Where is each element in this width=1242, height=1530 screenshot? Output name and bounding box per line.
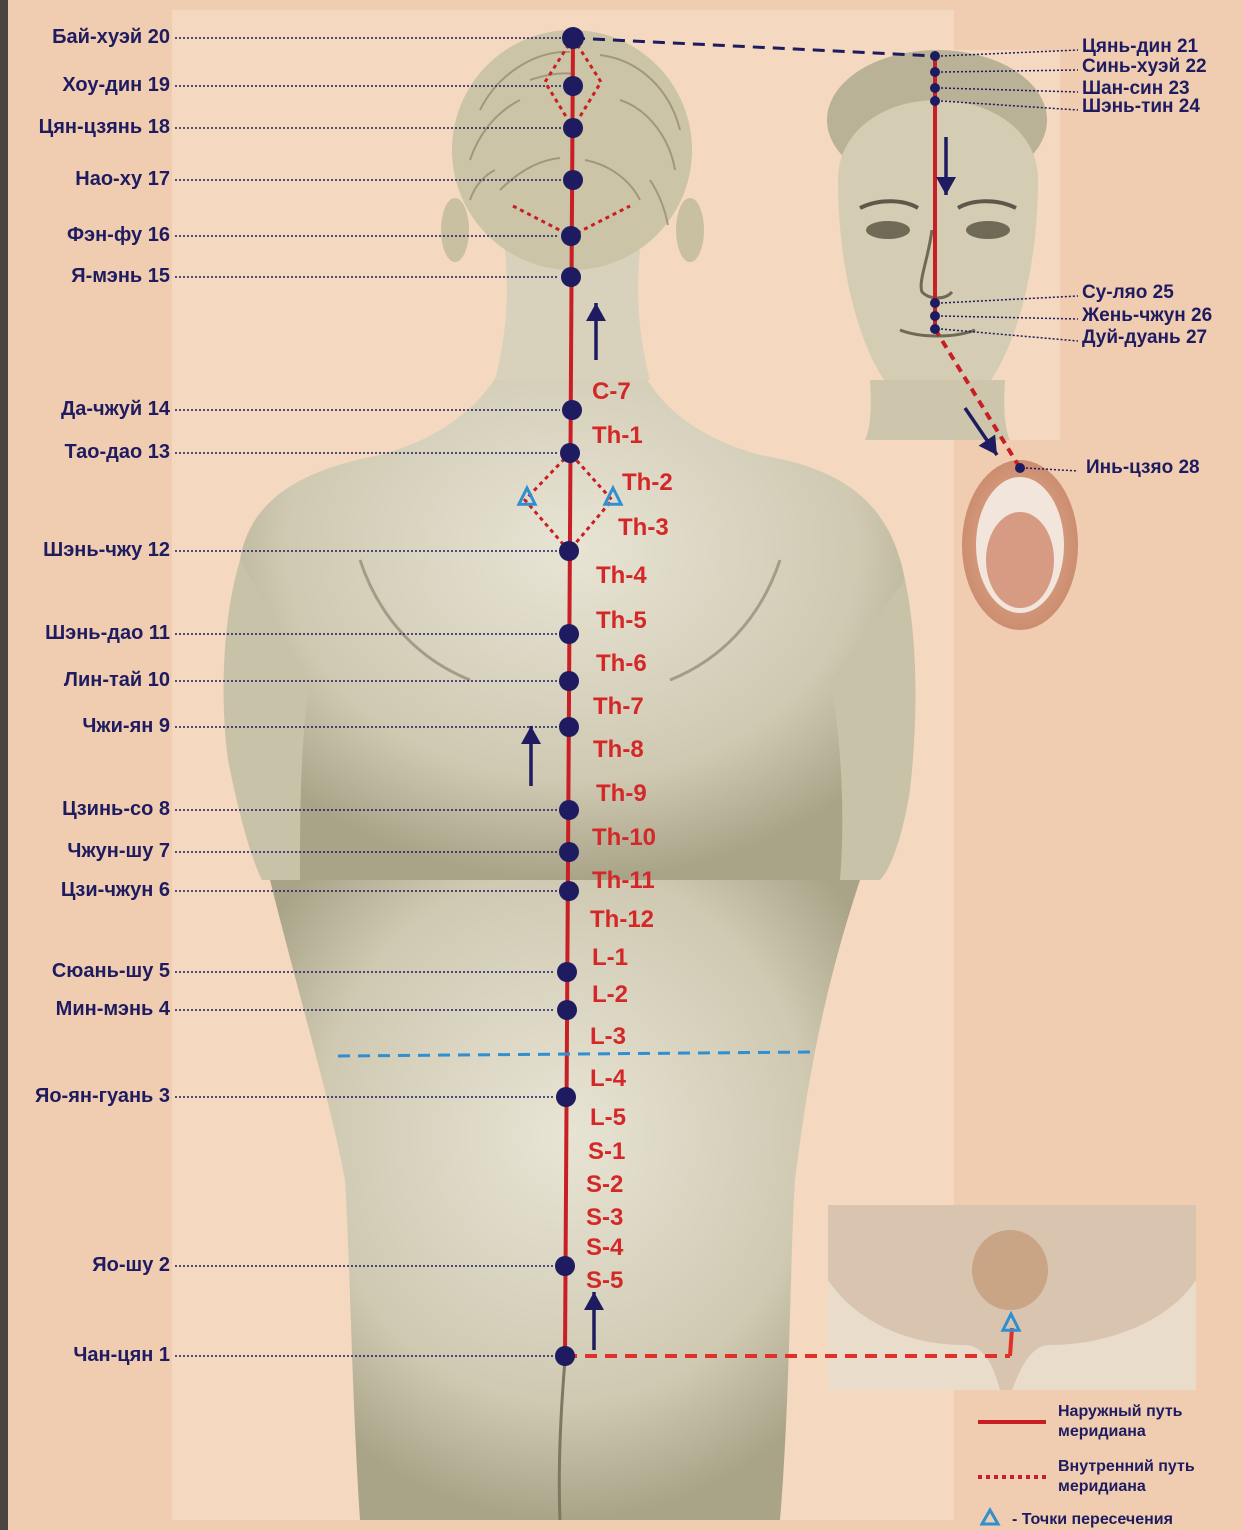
acupoint-back (555, 1346, 575, 1366)
point-label-back: Фэн-фу 16 (10, 224, 170, 247)
point-label-back: Чжи-ян 9 (10, 715, 170, 738)
vertebra-label: S-3 (586, 1204, 623, 1232)
point-label-back: Бай-хуэй 20 (10, 26, 170, 49)
acupoint-back (563, 76, 583, 96)
vertebra-label: L-1 (592, 944, 628, 972)
vertebra-label: S-2 (586, 1171, 623, 1199)
point-label-face: Инь-цзяо 28 (1086, 459, 1200, 477)
point-label-back: Сюань-шу 5 (10, 960, 170, 983)
acupoint-back (561, 267, 581, 287)
vertebra-label: Th-5 (596, 607, 647, 635)
vertebra-label: L-4 (590, 1065, 626, 1093)
perineum-connector (1010, 1328, 1012, 1356)
point-label-back: Тао-дао 13 (10, 441, 170, 464)
point-label-back: Яо-ян-гуань 3 (10, 1085, 170, 1108)
left-ear (441, 198, 469, 262)
point-label-face: Синь-хуэй 22 (1082, 58, 1207, 76)
legend-external-label: Наружный путь меридиана (1058, 1402, 1238, 1442)
acupoint-back (559, 541, 579, 561)
vertebra-label: L-3 (590, 1023, 626, 1051)
vertebra-label: Th-2 (622, 469, 673, 497)
acupoint-back (559, 800, 579, 820)
acupoint-back (559, 671, 579, 691)
point-label-back: Мин-мэнь 4 (10, 998, 170, 1021)
vertebra-label: Th-11 (592, 867, 655, 895)
acupoint-face (930, 324, 940, 334)
vertebra-label: S-4 (586, 1234, 623, 1262)
vertebra-label: S-5 (586, 1267, 623, 1295)
acupoint-back (561, 226, 581, 246)
point-label-back: Шэнь-чжу 12 (10, 539, 170, 562)
vertebra-label: Th-9 (596, 780, 647, 808)
vertebra-label: Th-4 (596, 562, 647, 590)
acupoint-back (555, 1256, 575, 1276)
vertebra-label: S-1 (588, 1138, 625, 1166)
point-label-back: Цян-цзянь 18 (10, 116, 170, 139)
point-label-back: Чан-цян 1 (10, 1344, 170, 1367)
acupoint-back (557, 1000, 577, 1020)
acupoint-back (557, 962, 577, 982)
mouth-figure (962, 460, 1078, 630)
tongue (986, 512, 1054, 608)
point-label-back: Да-чжуй 14 (10, 398, 170, 421)
point-label-back: Цзинь-со 8 (10, 798, 170, 821)
acupoint-back (563, 118, 583, 138)
right-eye (966, 221, 1010, 239)
acupoint-back (560, 443, 580, 463)
point-label-face: Су-ляо 25 (1082, 284, 1174, 302)
legend-intersection-label: - Точки пересечения (1012, 1510, 1173, 1530)
point-label-back: Яо-шу 2 (10, 1254, 170, 1277)
acupoint-face (930, 298, 940, 308)
acupoint-back (559, 842, 579, 862)
point-label-back: Лин-тай 10 (10, 669, 170, 692)
point-label-back: Цзи-чжун 6 (10, 879, 170, 902)
acupoint-face (930, 51, 940, 61)
vertebra-label: L-5 (590, 1104, 626, 1132)
legend-internal-label: Внутренний путь меридиана (1058, 1457, 1238, 1497)
perineum-scrotum (972, 1230, 1048, 1310)
vertebra-label: Th-6 (596, 650, 647, 678)
point-label-back: Нао-ху 17 (10, 168, 170, 191)
left-border (0, 0, 8, 1530)
vertebra-label: Th-10 (592, 824, 656, 852)
point-label-face: Жень-чжун 26 (1082, 307, 1212, 325)
acupoint-face (930, 67, 940, 77)
point-label-back: Хоу-дин 19 (10, 74, 170, 97)
perineum-figure (828, 1205, 1196, 1390)
acupoint-back (562, 400, 582, 420)
point-label-face: Шэнь-тин 24 (1082, 98, 1200, 116)
vertebra-label: Th-7 (593, 693, 644, 721)
vertebra-label: C-7 (592, 378, 631, 406)
vertebra-label: Th-1 (592, 422, 643, 450)
left-eye (866, 221, 910, 239)
vertebra-label: Th-3 (618, 514, 669, 542)
vertebra-label: Th-12 (590, 906, 654, 934)
face-figure (820, 50, 1060, 440)
face-neck (865, 380, 1010, 440)
point-label-back: Шэнь-дао 11 (10, 622, 170, 645)
acupoint-back (559, 624, 579, 644)
point-label-face: Цянь-дин 21 (1082, 38, 1198, 56)
acupoint-back (556, 1087, 576, 1107)
acupoint-face (930, 96, 940, 106)
vertebra-label: Th-8 (593, 736, 644, 764)
point-label-back: Чжун-шу 7 (10, 840, 170, 863)
acupoint-back (559, 717, 579, 737)
acupoint-back (559, 881, 579, 901)
acupoint-face (930, 83, 940, 93)
acupoint-mouth (1015, 463, 1025, 473)
point-label-face: Дуй-дуань 27 (1082, 329, 1207, 347)
right-ear (676, 198, 704, 262)
acupoint-face (930, 311, 940, 321)
acupoint-back (563, 170, 583, 190)
acupoint-back (562, 27, 584, 49)
point-label-back: Я-мэнь 15 (10, 265, 170, 288)
vertebra-label: L-2 (592, 981, 628, 1009)
